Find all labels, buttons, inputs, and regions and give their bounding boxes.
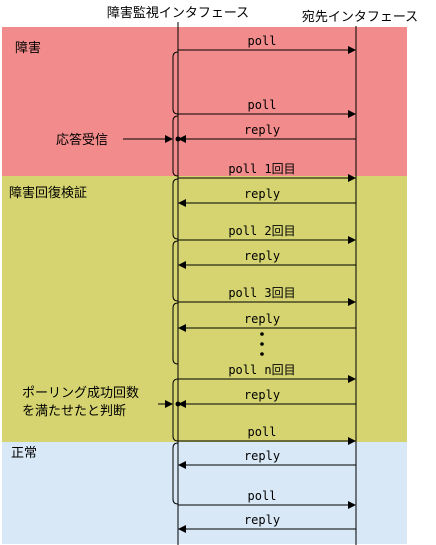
ellipsis-dots	[260, 332, 264, 356]
normal-zone	[2, 442, 407, 544]
poll-label-6: poll 2回目	[228, 224, 295, 238]
bracket-1	[172, 51, 179, 115]
bracket-3	[172, 178, 179, 240]
destination-interface-header: 宛先インタフェース	[302, 10, 418, 25]
poll-count-label-line1: ポーリング成功回数	[22, 386, 139, 401]
poll-count-label-line2: を満たせたと判断	[22, 404, 126, 419]
poll-label-14: poll	[248, 489, 277, 503]
response-received-dot	[175, 136, 181, 142]
bracket-7	[172, 442, 179, 505]
messages-layer: poll poll reply poll 1回目 reply poll 2回目 reply p…	[178, 34, 356, 533]
poll-label-10: poll n回目	[228, 363, 295, 377]
poll-count-dot	[175, 401, 181, 407]
bracket-2	[172, 115, 179, 177]
reply-label-9: reply	[244, 312, 280, 326]
monitor-interface-header: 障害監視インタフェース	[107, 5, 249, 21]
poll-label-4: poll 1回目	[228, 162, 295, 176]
bracket-group	[172, 51, 179, 505]
reply-label-15: reply	[244, 513, 280, 527]
fault-zone	[2, 27, 407, 176]
normal-zone-label: 正常	[11, 446, 37, 461]
bracket-6	[172, 378, 179, 442]
reply-label-7: reply	[244, 249, 280, 263]
poll-label-2: poll	[248, 98, 277, 112]
bracket-4	[172, 240, 179, 302]
fault-zone-label: 障害	[15, 40, 41, 56]
recovery-verification-zone	[2, 176, 407, 442]
reply-label-13: reply	[244, 449, 280, 463]
recovery-zone-label: 障害回復検証	[9, 185, 87, 201]
reply-label-5: reply	[244, 187, 280, 201]
poll-label-12: poll	[248, 425, 277, 439]
reply-label-11: reply	[244, 388, 280, 402]
poll-label-8: poll 3回目	[228, 286, 295, 300]
response-received-label: 応答受信	[56, 132, 108, 148]
bracket-5	[172, 302, 179, 365]
reply-label-3: reply	[244, 123, 280, 137]
poll-label-1: poll	[248, 34, 277, 48]
